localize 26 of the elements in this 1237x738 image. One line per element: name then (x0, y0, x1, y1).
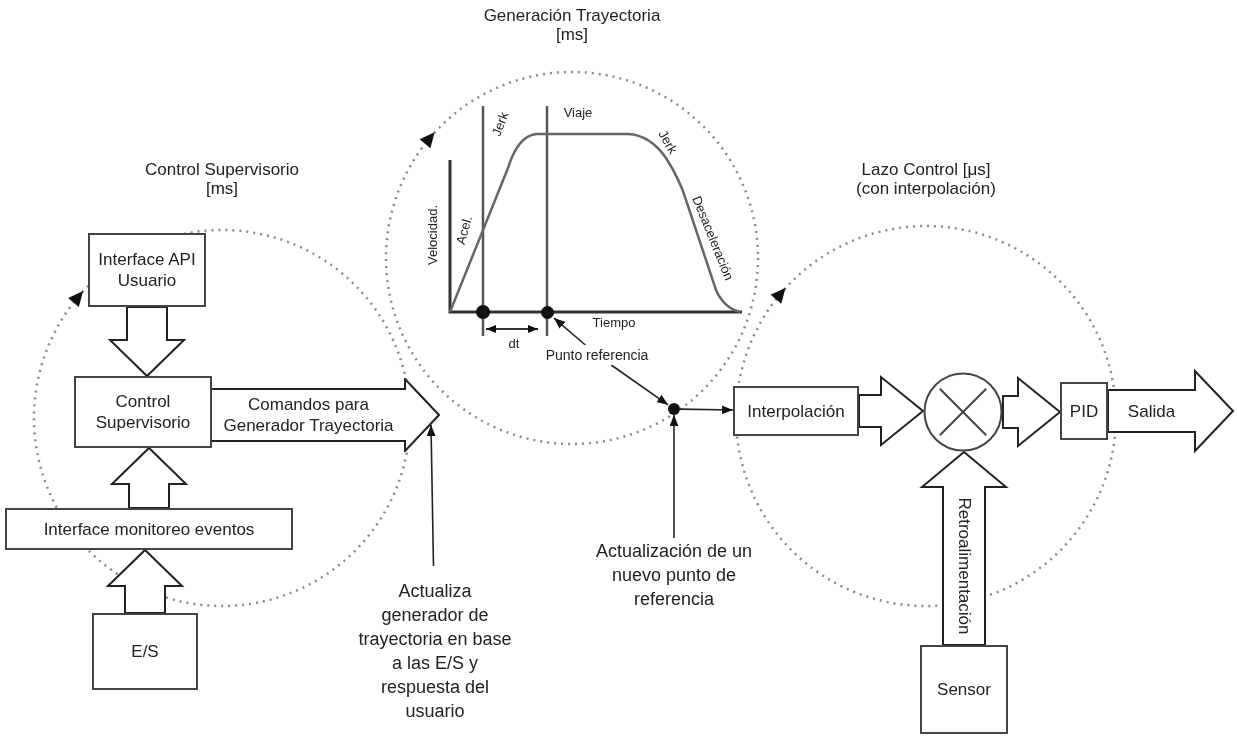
process-box: Interface monitoreo eventos (5, 508, 293, 550)
process-box: Interface API Usuario (88, 233, 206, 307)
leader-line (553, 317, 587, 346)
loop-title: Generación Trayectoria [ms] (482, 6, 662, 44)
annotation-text: Actualiza generador de trayectoria en base a las E/S y respuesta del usuario (358, 566, 512, 736)
arrow (679, 405, 734, 415)
block-arrow (109, 446, 189, 509)
block-arrow (1107, 368, 1235, 454)
process-box: E/S (92, 613, 198, 690)
block-arrow (105, 548, 185, 614)
leader-line (610, 364, 669, 406)
summing-junction-symbol (923, 372, 1003, 452)
process-box: Sensor (920, 645, 1008, 734)
block-arrow (919, 450, 1009, 646)
edge-label: Salida (1126, 400, 1177, 422)
block-arrow (858, 374, 925, 448)
block-arrow (1002, 375, 1062, 449)
process-box: Control Supervisorio (74, 376, 212, 448)
arrow (426, 424, 436, 567)
annotation-text: Actualización de un nuevo punto de referencia (588, 538, 760, 612)
edge-label: Retroalimentación (953, 497, 975, 635)
loop-title: Control Supervisorio [ms] (144, 160, 300, 198)
process-box: PID (1060, 382, 1108, 440)
block-arrow (107, 306, 187, 378)
loop-title: Lazo Control [μs] (con interpolación) (855, 160, 997, 198)
arrow (669, 414, 679, 539)
